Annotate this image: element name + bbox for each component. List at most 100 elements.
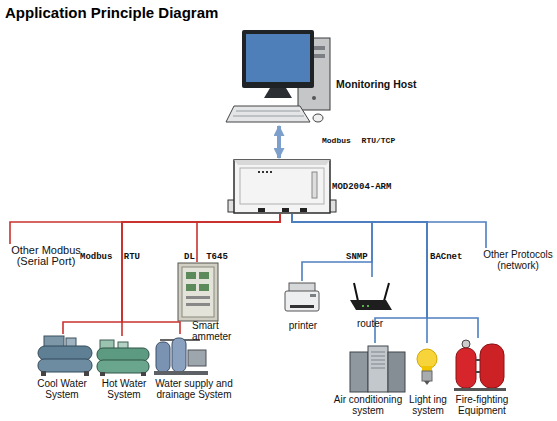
chiller-leg (100, 372, 105, 376)
ac-vent (371, 352, 385, 368)
gateway-device: MOD2004-ARM (232, 158, 332, 214)
meter-display (199, 284, 209, 291)
connector-line (292, 214, 486, 248)
port (258, 208, 265, 212)
node-label: Other Modbus (Serial Port) (4, 245, 88, 267)
status-led (266, 171, 268, 173)
cabinet-body (178, 263, 218, 321)
lighting-system: Light ing system (406, 343, 450, 413)
gateway-illustration (228, 160, 336, 213)
router-led (362, 305, 364, 307)
chiller-barrel (38, 359, 92, 372)
node-label: router (346, 318, 394, 329)
antenna (354, 283, 358, 301)
printer: printer (283, 281, 323, 331)
monitor-stand (264, 88, 292, 98)
ammeter-cabinet-illustration (178, 263, 218, 321)
pump-base (154, 371, 208, 375)
protocol-endpoint: Other Protocols (network) (481, 248, 555, 276)
power-strip (312, 172, 317, 198)
connector-line (122, 214, 280, 336)
switch-row (186, 303, 210, 306)
air-conditioning-system: Air conditioning system (326, 343, 410, 413)
water-tank (172, 338, 186, 372)
air-conditioning-illustration (350, 346, 405, 392)
paper-slot (290, 305, 314, 308)
chiller-leg (84, 371, 89, 376)
node-label: MOD2004-ARM (332, 182, 402, 193)
node-label: Light ing system (406, 394, 450, 416)
status-led (258, 171, 260, 173)
router-illustration (350, 283, 392, 310)
node-label: Smart ammeter (192, 320, 236, 342)
ac-cabinet (388, 352, 405, 392)
tank-base (454, 388, 506, 391)
protocol-endpoint: Other Modbus (Serial Port) (4, 244, 88, 274)
bulb-base (422, 371, 432, 381)
fire-tank (456, 348, 476, 388)
tank-pipe (476, 360, 480, 372)
node-label: Air conditioning system (326, 394, 410, 416)
water-supply-system: Water supply and drainage System (150, 334, 238, 400)
router: router (346, 277, 394, 329)
connector-line (292, 214, 372, 281)
hot-water-system: Hot Water System (96, 336, 152, 400)
connector-line (292, 214, 372, 277)
node-label: Hot Water System (96, 378, 152, 400)
ac-cabinet (368, 346, 388, 392)
cool-water-illustration (38, 336, 92, 376)
fire-fighting-illustration (454, 340, 506, 391)
power-button (312, 96, 316, 100)
smart-ammeter: Smart ammeter (176, 262, 234, 344)
mouse (313, 114, 323, 122)
monitoring-host: Monitoring Host (226, 28, 332, 126)
chiller-barrel (38, 346, 92, 360)
water-tank (156, 342, 170, 372)
connector-line (277, 126, 281, 158)
connector-line (122, 214, 280, 334)
meter-display (186, 272, 196, 279)
keyboard (226, 106, 310, 122)
protocol-label: Modbus RTU/TCP (322, 136, 395, 145)
monitor-screen (246, 34, 310, 82)
chiller-leg (41, 371, 46, 376)
protocol-label: DL T645 (184, 252, 228, 262)
node-label: Fire-fighting Equipment (452, 394, 512, 416)
gateway-bevel (234, 160, 330, 165)
antenna (384, 283, 389, 301)
port (300, 208, 307, 212)
cool-water-system: Cool Water System (30, 334, 94, 400)
protocol-label: SNMP (346, 252, 368, 262)
keyboard-keys (233, 111, 304, 116)
printer-body (285, 291, 319, 311)
fire-tank (480, 344, 504, 388)
cabinet-door (182, 267, 214, 317)
protocol-label: BACnet (430, 252, 462, 262)
hot-water-illustration (97, 340, 149, 376)
node-label: printer (283, 320, 323, 331)
switch-row (186, 296, 210, 299)
computer-illustration (226, 30, 330, 122)
chiller-barrel (97, 360, 149, 373)
meter-display (186, 284, 196, 291)
printer-illustration (285, 283, 319, 311)
meter-display (199, 272, 209, 279)
printer-panel (310, 294, 316, 297)
connector-line (63, 214, 280, 334)
gateway-case (234, 160, 330, 213)
status-led (262, 171, 264, 173)
chiller-barrel (97, 348, 149, 361)
protocol-label: Modbus RTU (80, 252, 140, 262)
node-label: Water supply and drainage System (150, 378, 238, 400)
connector-line (10, 214, 280, 244)
node-label: Monitoring Host (336, 79, 426, 90)
lighting-illustration (417, 349, 437, 385)
water-pump (188, 350, 206, 366)
fire-fighting-equipment: Fire-fighting Equipment (452, 338, 512, 413)
connector-line (292, 214, 478, 338)
water-supply-illustration (154, 338, 208, 375)
router-body (350, 300, 392, 310)
